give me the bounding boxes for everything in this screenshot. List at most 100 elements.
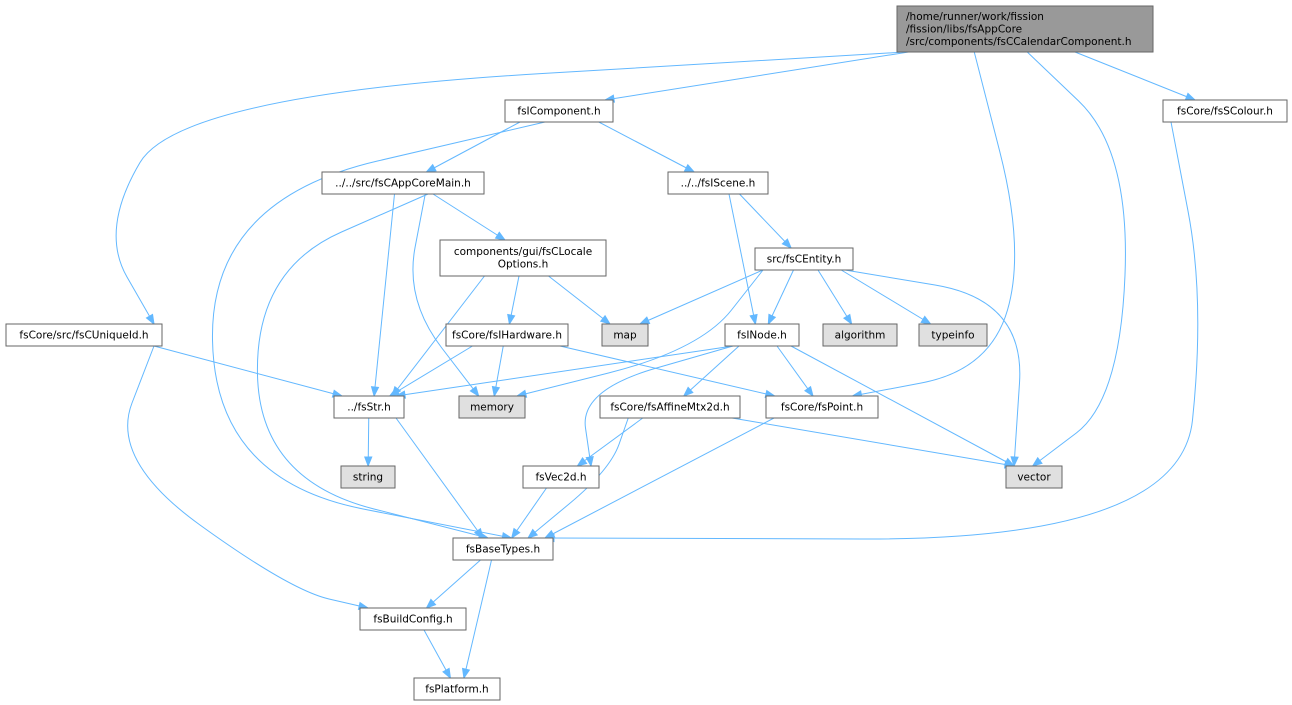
edge-arrowhead [920,315,932,325]
node-label: components/gui/fsCLocale [454,246,592,258]
edge-line [527,417,629,539]
edge-line [395,345,734,397]
edge-line [115,51,906,325]
edge-line [463,559,492,679]
node-box [439,239,607,277]
node-algorithm: algorithm [822,323,898,347]
edge-line [511,487,547,539]
node-fsstr[interactable]: ../fsStr.h [333,395,405,419]
edge-line [153,345,343,397]
edge-fsstr-to-string [364,417,373,468]
edge-centity-to-inode [767,269,794,326]
edge-arrowhead [543,529,556,539]
edge-arrowhead [683,163,696,173]
node-label: fsCore/fsAffineMtx2d.h [610,401,729,413]
node-vector: vector [1005,465,1063,489]
node-label: map [613,329,637,341]
edge-appcoremain-to-localeopts [432,193,507,241]
node-box [340,465,396,489]
node-box [724,323,800,347]
node-label: algorithm [835,329,886,341]
node-box [667,171,769,195]
node-box [918,323,988,347]
edge-line [639,269,764,325]
node-box [822,323,898,347]
edge-line [373,193,395,397]
node-label: Options.h [498,259,549,271]
edge-line [731,417,1015,467]
edge-arrowhead [749,313,758,326]
node-label: fsBuildConfig.h [373,613,452,625]
node-label: fsVec2d.h [535,471,586,483]
edge-arrowhead [425,598,437,609]
node-label: memory [470,401,514,413]
edge-line [844,269,1021,467]
edge-arrowhead [145,313,155,326]
node-platform[interactable]: fsPlatform.h [413,677,501,701]
edge-basetypes-to-buildconfig [425,559,481,609]
node-appcoremain[interactable]: ../../src/fsCAppCoreMain.h [321,171,485,195]
node-label: typeinfo [931,329,974,341]
edge-root-to-scolour [1074,51,1197,101]
edge-inode-to-point [776,345,814,398]
edge-arrowhead [491,385,501,398]
node-centity[interactable]: src/fsCEntity.h [754,247,854,271]
node-box [1162,99,1288,123]
node-uniqueid[interactable]: fsCore/src/fsCUniqueId.h [5,323,163,347]
edge-arrowhead [370,386,380,398]
node-buildconfig[interactable]: fsBuildConfig.h [359,607,467,631]
edge-line [817,269,853,325]
node-label: src/fsCEntity.h [767,253,842,265]
node-label: fsCore/src/fsCUniqueId.h [19,329,148,341]
edge-line [683,345,740,397]
edge-root-to-icomponent [603,51,909,103]
edge-centity-to-vector [844,269,1021,468]
node-box [333,395,405,419]
edge-uniqueid-to-buildconfig [127,345,370,610]
node-typeinfo: typeinfo [918,323,988,347]
edge-appcoremain-to-memory [412,193,480,398]
node-box [601,323,649,347]
edge-arrowhead [364,456,373,468]
edge-arrowhead [767,313,777,326]
edge-point-to-basetypes [543,417,775,539]
edge-localeopts-to-ihardware [507,275,520,326]
edge-line [391,275,485,397]
edge-line [767,269,794,325]
node-box [896,5,1154,53]
node-root: /home/runner/work/fission/fission/libs/f… [896,5,1154,53]
node-vec2d[interactable]: fsVec2d.h [522,465,600,489]
edge-iscene-to-inode [728,193,758,326]
edge-fsstr-to-basetypes [395,417,484,540]
node-scolour[interactable]: fsCore/fsSColour.h [1162,99,1288,123]
edge-line [577,417,644,467]
node-label: vector [1017,471,1051,483]
node-label: fsINode.h [737,329,787,341]
node-affine[interactable]: fsCore/fsAffineMtx2d.h [599,395,741,419]
edge-line [1074,51,1196,101]
node-icomponent[interactable]: fsIComponent.h [504,99,614,123]
node-label: fsCore/fsIHardware.h [452,329,562,341]
edge-line [776,345,814,397]
node-inode[interactable]: fsINode.h [724,323,800,347]
node-iscene[interactable]: ../../fsIScene.h [667,171,769,195]
node-label: fsPlatform.h [425,683,488,695]
edge-line [395,417,484,539]
node-point[interactable]: fsCore/fsPoint.h [765,395,879,419]
edge-ihardware-to-fsstr [388,345,473,397]
edge-line [739,193,792,249]
edge-arrowhead [507,313,516,326]
edge-arrowhead [842,313,853,326]
edge-line [852,51,1016,397]
edge-line [604,51,909,101]
edge-centity-to-typeinfo [840,269,932,325]
edge-arrowhead [1031,456,1043,467]
node-ihardware[interactable]: fsCore/fsIHardware.h [445,323,569,347]
node-box [452,537,554,561]
node-basetypes[interactable]: fsBaseTypes.h [452,537,554,561]
edges-layer [115,51,1199,680]
node-label: /src/components/fsCCalendarComponent.h [906,36,1131,48]
edge-arrowhead [576,456,588,467]
edge-arrowhead [638,316,651,325]
